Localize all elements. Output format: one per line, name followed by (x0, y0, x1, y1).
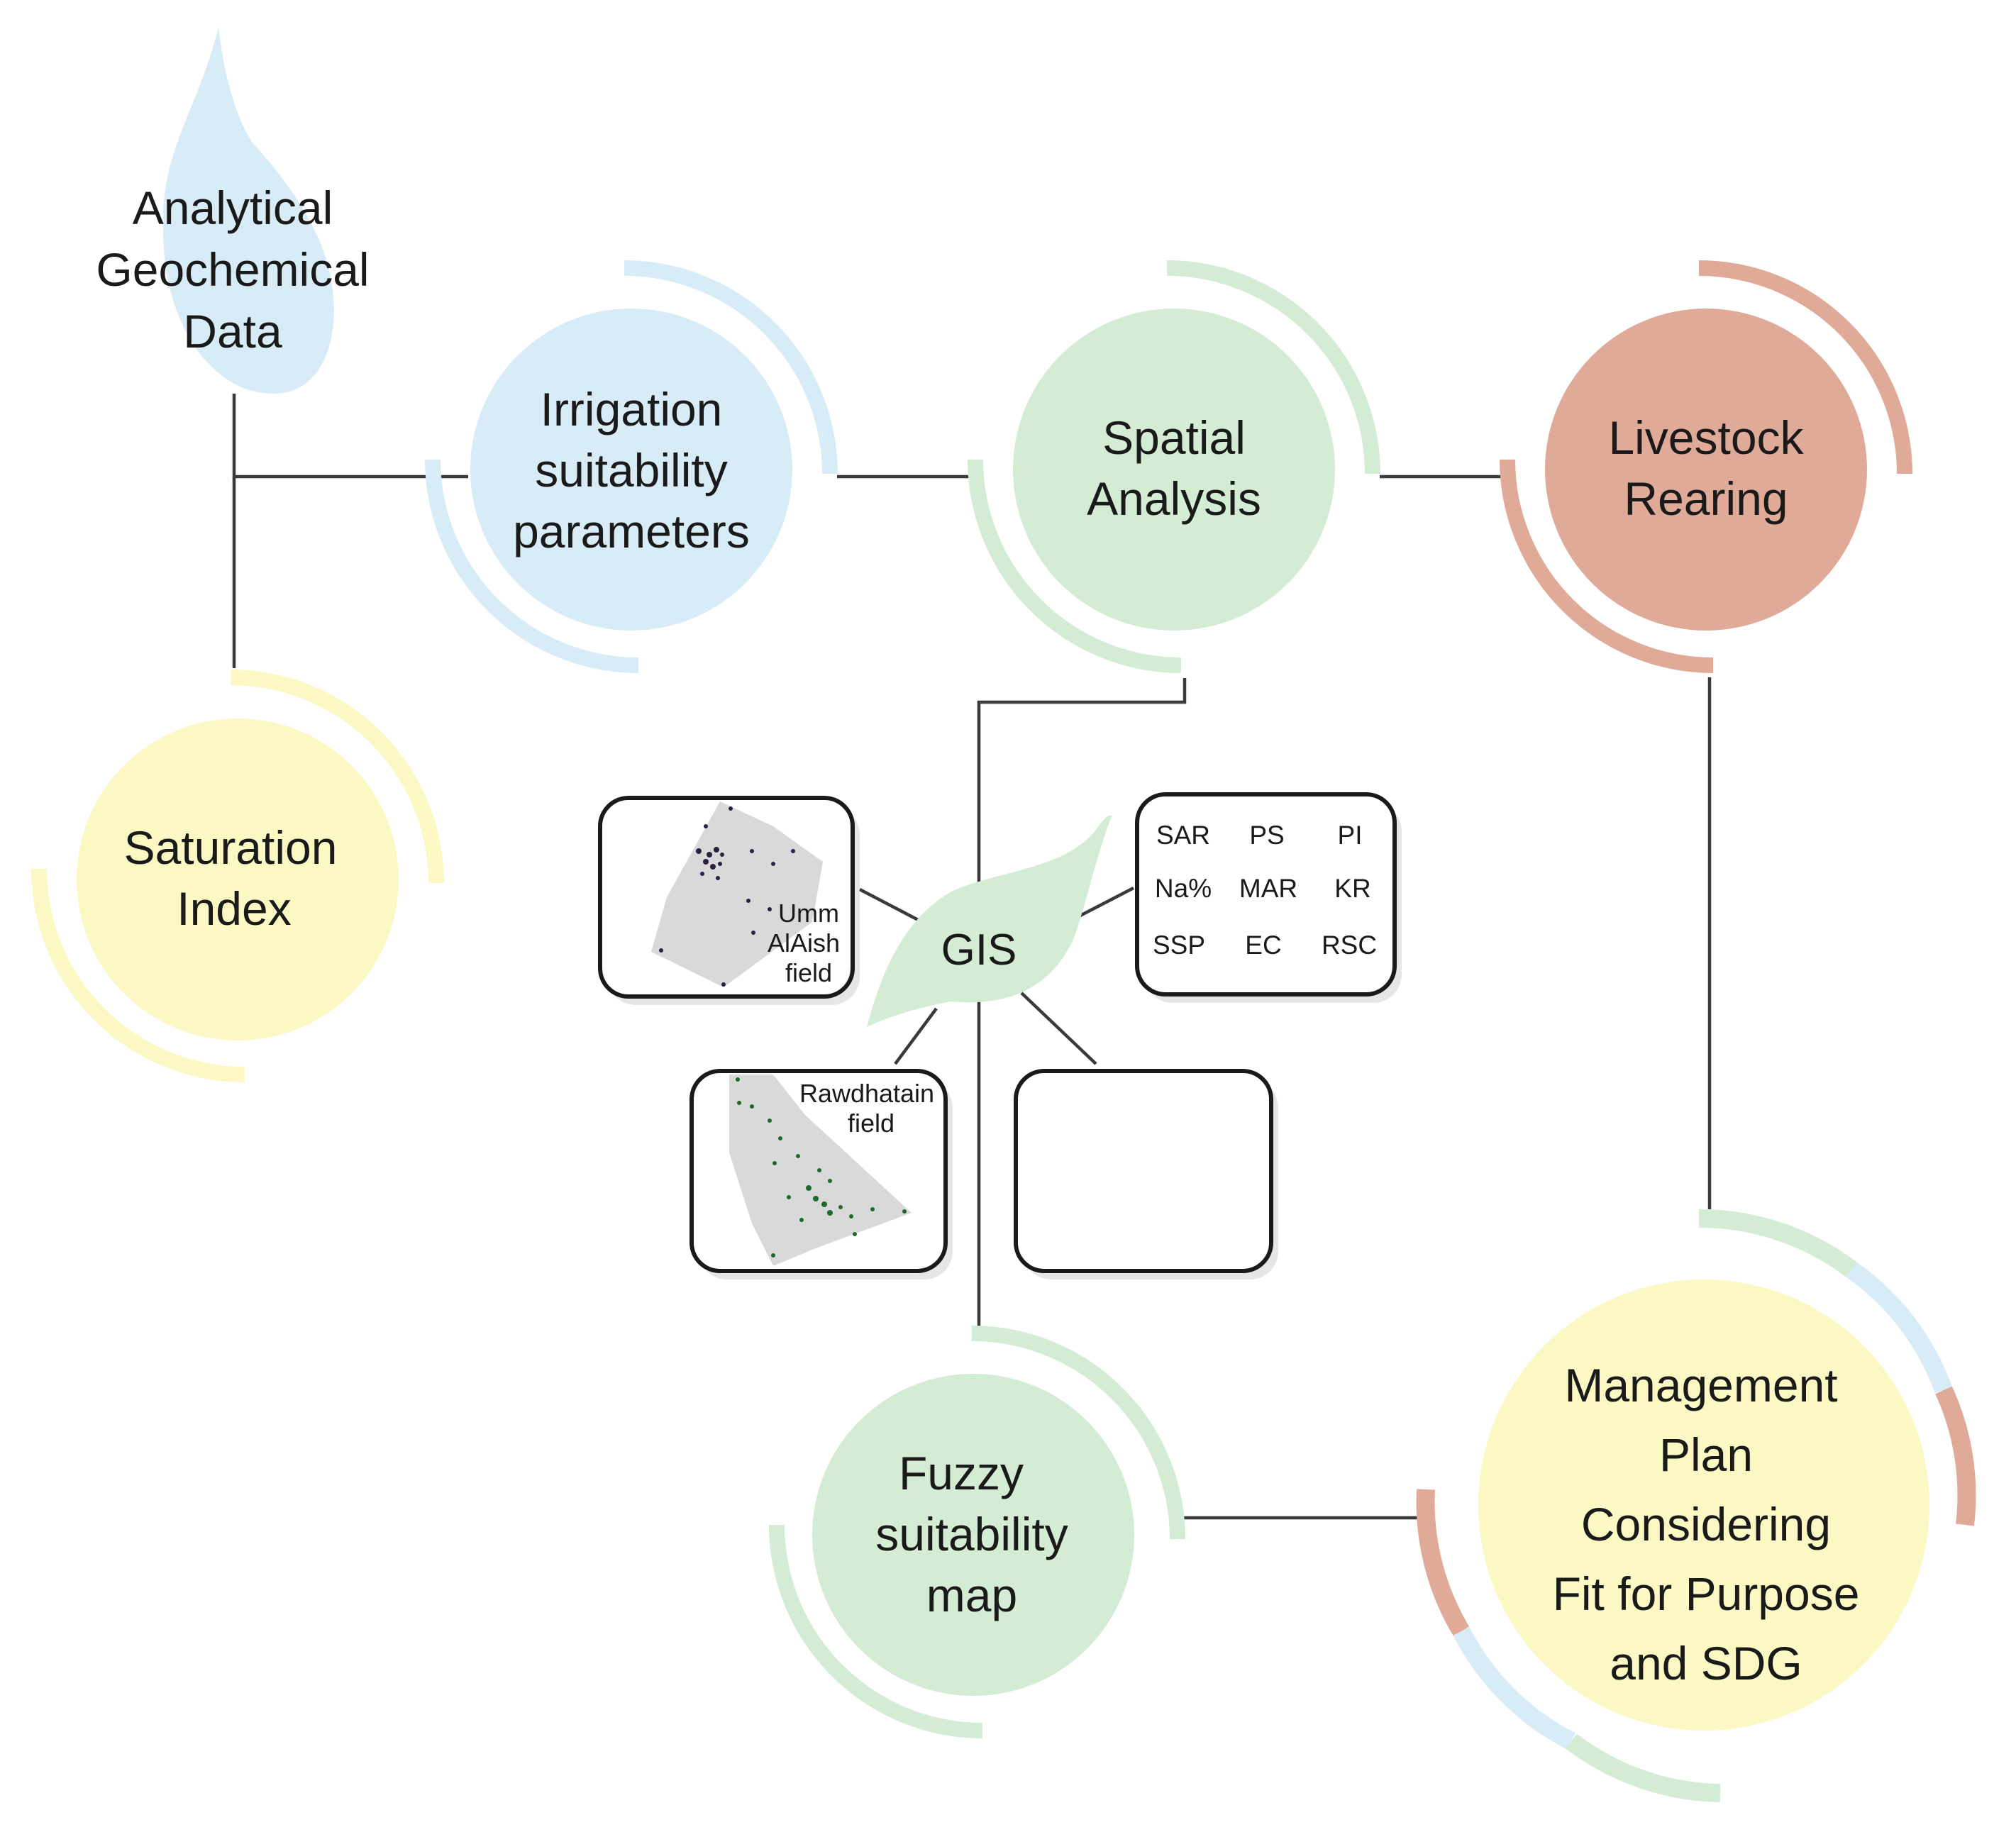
rawdhatain-well-points (736, 1077, 907, 1258)
umm-alaish-field-shape (651, 801, 823, 987)
livestock-line-2: Rearing (1624, 472, 1788, 525)
saturation-line-2: Index (177, 882, 291, 935)
management-arc-top-salmon (1935, 1386, 1976, 1526)
management-node: Management Plan Considering Fit for Purp… (1416, 1209, 1976, 1802)
management-arc-bottom-salmon (1416, 1489, 1470, 1636)
management-line-1: Management (1564, 1359, 1837, 1411)
parameters-card: SAR PS PI Na% MAR KR SSP EC RSC (1135, 792, 1402, 1003)
connector-spatial-to-gis (977, 678, 1187, 1326)
irrigation-arc-top (624, 260, 838, 474)
connector-gis-to-umm-card (858, 888, 924, 923)
param-na: Na% (1155, 874, 1212, 903)
management-line-2: Plan (1659, 1428, 1753, 1481)
connector-gis-to-landuse-card (1020, 992, 1097, 1065)
umm-alaish-well-points (659, 806, 795, 987)
livestock-node: Livestock Rearing (1500, 260, 1912, 673)
rawdhatain-line-1: Rawdhatain (799, 1079, 934, 1108)
saturation-line-1: Saturation (124, 821, 338, 874)
analytical-data-line-3: Data (183, 305, 282, 357)
saturation-arc-top (230, 670, 444, 884)
spatial-line-2: Analysis (1087, 472, 1261, 525)
param-sar: SAR (1156, 821, 1210, 850)
connector-gis-to-rawdhatain-card (894, 1007, 938, 1065)
param-kr: KR (1334, 874, 1370, 903)
irrigation-arc-bottom (425, 459, 639, 673)
leaf-icon (867, 815, 1112, 1027)
livestock-line-1: Livestock (1608, 411, 1804, 464)
analytical-data-line-1: Analytical (133, 182, 333, 234)
param-rsc: RSC (1322, 931, 1377, 960)
connectors (232, 394, 1712, 1520)
management-arc-bottom-green (1566, 1733, 1721, 1802)
spatial-circle (1013, 309, 1335, 631)
param-mar: MAR (1239, 874, 1297, 903)
gis-label: GIS (941, 926, 1017, 975)
management-arc-top-blue (1846, 1262, 1953, 1394)
water-drop-icon (162, 27, 334, 394)
fuzzy-node: Fuzzy suitability map (769, 1326, 1185, 1738)
connector-gis-to-params-card (1073, 887, 1135, 920)
spatial-arc-bottom (968, 459, 1182, 673)
param-ssp: SSP (1153, 931, 1205, 960)
param-ec: EC (1245, 931, 1281, 960)
analytical-data-node: Analytical Geochemical Data (96, 27, 370, 394)
param-pi: PI (1338, 821, 1363, 850)
livestock-circle (1545, 309, 1867, 631)
livestock-arc-bottom (1500, 459, 1714, 673)
management-arc-bottom-blue (1453, 1627, 1575, 1750)
irrigation-line-3: parameters (513, 505, 750, 557)
management-arc-top-green (1698, 1209, 1857, 1277)
management-line-4: Fit for Purpose (1553, 1567, 1860, 1620)
gis-node: GIS (867, 815, 1112, 1027)
landuse-map-card (1014, 1069, 1278, 1279)
irrigation-node: Irrigation suitability parameters (425, 260, 838, 673)
livestock-arc-top (1698, 260, 1912, 474)
umm-alaish-line-3: field (785, 958, 832, 987)
management-circle (1478, 1279, 1929, 1731)
rawdhatain-line-2: field (848, 1109, 895, 1138)
fuzzy-line-3: map (926, 1569, 1017, 1621)
irrigation-circle (470, 309, 792, 631)
analytical-data-line-2: Geochemical (96, 243, 369, 296)
umm-alaish-line-2: AlAish (768, 928, 840, 957)
umm-alaish-line-1: Umm (778, 899, 839, 928)
rawdhatain-card: Rawdhatain field (689, 1069, 953, 1279)
management-line-3: Considering (1581, 1498, 1831, 1550)
saturation-arc-bottom (31, 868, 245, 1082)
fuzzy-arc-bottom (769, 1524, 983, 1738)
fuzzy-circle (812, 1374, 1134, 1696)
fuzzy-arc-top (971, 1326, 1185, 1540)
saturation-node: Saturation Index (31, 670, 444, 1082)
irrigation-line-1: Irrigation (541, 383, 723, 435)
irrigation-line-2: suitability (535, 444, 727, 496)
spatial-node: Spatial Analysis (968, 260, 1380, 673)
umm-alaish-card: Umm AlAish field (598, 796, 860, 1005)
fuzzy-line-1: Fuzzy (899, 1447, 1024, 1499)
spatial-line-1: Spatial (1102, 411, 1246, 464)
param-ps: PS (1249, 821, 1284, 850)
fuzzy-line-2: suitability (875, 1508, 1068, 1560)
spatial-arc-top (1166, 260, 1380, 474)
saturation-circle (77, 718, 399, 1040)
management-line-5: and SDG (1610, 1637, 1802, 1689)
